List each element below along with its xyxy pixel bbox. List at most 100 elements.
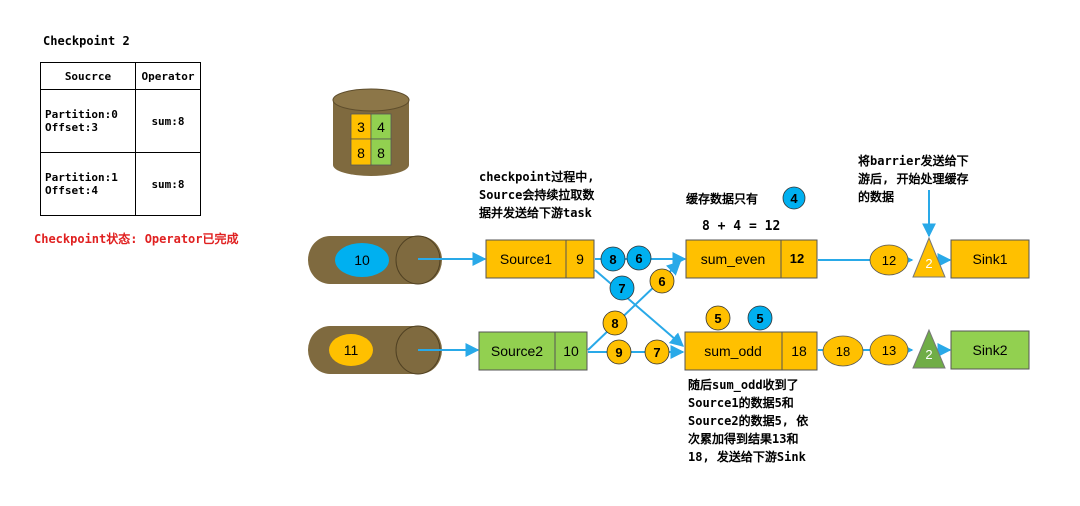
source-note: checkpoint过程中, Source会持续拉取数 据并发送给下游task: [479, 168, 594, 222]
storage-cell: [370, 138, 392, 166]
barrier-triangle: [912, 328, 946, 369]
record-circle: [644, 339, 670, 365]
storage-top: [332, 88, 410, 112]
sum-odd-operator: sum_odd 18: [684, 331, 818, 371]
record-value: 7: [653, 345, 660, 360]
note-line: 随后sum_odd收到了: [688, 378, 799, 392]
in-flight-records: 8 6 7 6 8 9 7 4 5 5: [600, 186, 806, 365]
edge-source1-sumodd: [594, 269, 685, 347]
offset-text: Offset:4: [45, 184, 98, 197]
record-ellipse: [822, 335, 864, 367]
record-value: 4: [790, 191, 798, 206]
table-row: Partition:1 Offset:4 sum:8: [40, 152, 201, 216]
source2-offset-box: [554, 331, 588, 371]
table-header-row: Soucrce Operator: [40, 62, 201, 90]
sum-equation: 8 + 4 = 12: [702, 219, 781, 234]
sum-even-value: 12: [790, 251, 804, 266]
barrier-label: 2: [925, 347, 932, 362]
record-circle: [606, 339, 632, 365]
note-line: Source2的数据5, 依: [688, 414, 809, 428]
output-record: 13: [869, 334, 909, 366]
record-value: 6: [658, 274, 665, 289]
sum-even-value-box: [780, 239, 818, 279]
sum-odd-value-box: [781, 331, 818, 371]
queue-partition-0: 10: [308, 235, 442, 285]
barrier-bottom: 2: [912, 328, 946, 369]
barrier-label: 2: [925, 256, 932, 271]
record-value: 5: [756, 311, 763, 326]
record-circle: [705, 305, 731, 331]
offset-text: Offset:3: [45, 121, 98, 134]
sum-odd-note: 随后sum_odd收到了 Source1的数据5和 Source2的数据5, 依…: [688, 376, 808, 466]
source2-offset: 10: [563, 343, 579, 359]
sink2-label: Sink2: [972, 342, 1007, 358]
checkpoint-status: Checkpoint状态: Operator已完成: [34, 232, 239, 246]
source2-box: [478, 331, 556, 371]
queue-partition-1: 11: [308, 325, 442, 375]
sink1-label: Sink1: [972, 251, 1007, 267]
table-cell-source: Partition:0 Offset:3: [40, 89, 136, 153]
note-line: Source会持续拉取数: [479, 188, 595, 202]
sum-odd-label: sum_odd: [704, 343, 762, 359]
queue-record: [335, 243, 389, 277]
record-circle: [602, 310, 628, 336]
storage-value: 8: [357, 145, 365, 161]
record-value: 5: [714, 311, 721, 326]
sink2-node: Sink2: [950, 330, 1030, 370]
note-line: 游后, 开始处理缓存: [858, 172, 969, 186]
record-value: 7: [618, 281, 625, 296]
table-row: Partition:0 Offset:3 sum:8: [40, 89, 201, 153]
storage-value: 4: [377, 119, 385, 135]
barrier-top: 2: [912, 236, 946, 278]
sink1-box: [950, 239, 1030, 279]
storage-value: 3: [357, 119, 365, 135]
barrier-note: 将barrier发送给下 游后, 开始处理缓存 的数据: [858, 152, 969, 206]
queue-value: 11: [344, 342, 359, 358]
source2-label: Source2: [491, 343, 543, 359]
source1-offset: 9: [576, 251, 584, 267]
record-circle: [609, 275, 635, 301]
source1-label: Source1: [500, 251, 552, 267]
sum-odd-value: 18: [791, 343, 807, 359]
record-ellipse: [869, 244, 909, 276]
record-value: 6: [635, 251, 642, 266]
source2-node: Source2 10: [478, 331, 588, 371]
record-circle: [626, 245, 652, 271]
record-value: 12: [882, 253, 896, 268]
sum-even-label: sum_even: [701, 251, 766, 267]
output-record: 12: [869, 244, 909, 276]
note-line: 的数据: [858, 190, 895, 204]
note-line: 将barrier发送给下: [858, 154, 969, 168]
record-value: 8: [609, 252, 616, 267]
queue-value: 10: [354, 252, 370, 268]
note-line: 18, 发送给下游Sink: [688, 450, 806, 464]
sink1-node: Sink1: [950, 239, 1030, 279]
barrier-triangle: [912, 236, 946, 278]
state-storage: 3 4 8 8: [332, 88, 410, 176]
partition-text: Partition:0: [45, 108, 118, 121]
sum-even-box: [685, 239, 782, 279]
output-record: 18: [822, 335, 864, 367]
checkpoint-table: Soucrce Operator Partition:0 Offset:3 su…: [40, 62, 201, 216]
table-cell-source: Partition:1 Offset:4: [40, 152, 136, 216]
cached-record-circle: [782, 186, 806, 210]
note-line: Source1的数据5和: [688, 396, 794, 410]
record-circle: [747, 305, 773, 331]
note-line: checkpoint过程中,: [479, 170, 595, 184]
sink2-box: [950, 330, 1030, 370]
record-value: 9: [615, 345, 622, 360]
partition-text: Partition:1: [45, 171, 118, 184]
source1-offset-box: [565, 239, 595, 279]
sum-even-operator: sum_even 12: [685, 239, 818, 279]
checkpoint-title: Checkpoint 2: [43, 34, 130, 48]
column-header-source: Soucrce: [40, 62, 136, 90]
note-line: 次累加得到结果13和: [688, 432, 799, 446]
note-line: 据并发送给下游task: [479, 206, 592, 220]
column-header-operator: Operator: [135, 62, 201, 90]
table-cell-operator: sum:8: [135, 89, 201, 153]
record-circle: [649, 268, 675, 294]
queue-record: [329, 334, 373, 366]
record-value: 8: [611, 316, 618, 331]
storage-value: 8: [377, 145, 385, 161]
